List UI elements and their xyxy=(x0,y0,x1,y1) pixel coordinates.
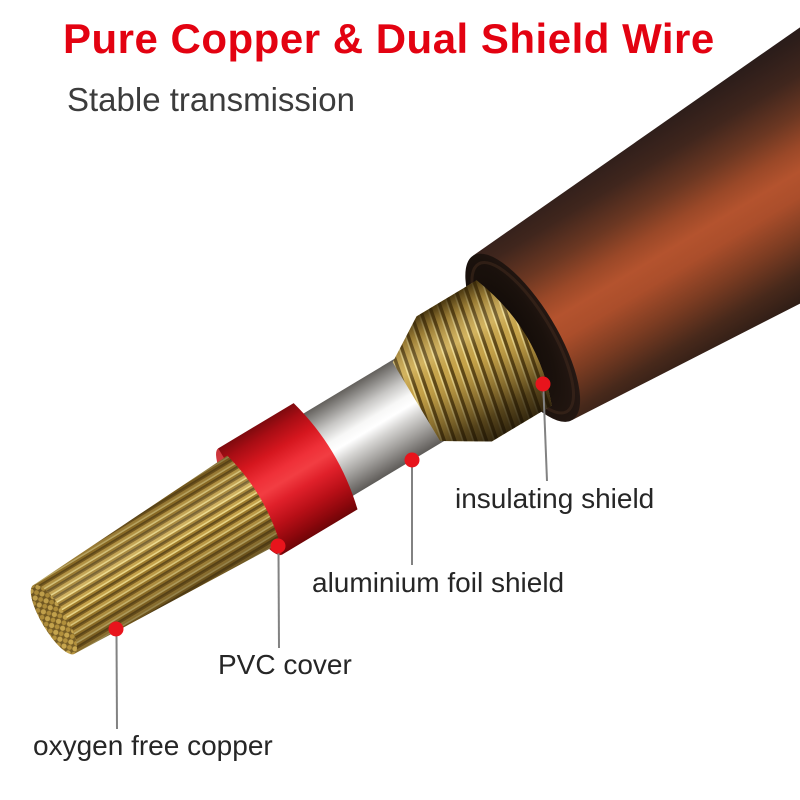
pvc-ring-layer xyxy=(218,403,358,555)
label-oxygen-free-copper: oxygen free copper xyxy=(33,730,273,761)
label-aluminium-foil-shield: aluminium foil shield xyxy=(312,567,565,598)
label-insulating-shield: insulating shield xyxy=(455,483,655,514)
outer-jacket-layer xyxy=(473,0,800,421)
marker-dot-aluminium-foil-shield xyxy=(404,452,420,468)
marker-dot-insulating-shield xyxy=(535,376,551,392)
leader-line-insulating-shield xyxy=(542,390,548,482)
page-subtitle: Stable transmission xyxy=(67,81,355,118)
copper-tip-strand-ends xyxy=(30,584,77,655)
leader-line-pvc-cover xyxy=(277,551,280,649)
marker-dot-pvc-cover xyxy=(270,538,286,554)
copper-strands-shading xyxy=(32,455,280,655)
braided-shield-shading xyxy=(392,280,552,442)
label-pvc-cover: PVC cover xyxy=(218,649,352,680)
leader-line-oxygen-free-copper xyxy=(115,633,118,730)
cable-group xyxy=(30,0,800,655)
marker-dot-oxygen-free-copper xyxy=(108,621,124,637)
page-title: Pure Copper & Dual Shield Wire xyxy=(63,15,715,62)
